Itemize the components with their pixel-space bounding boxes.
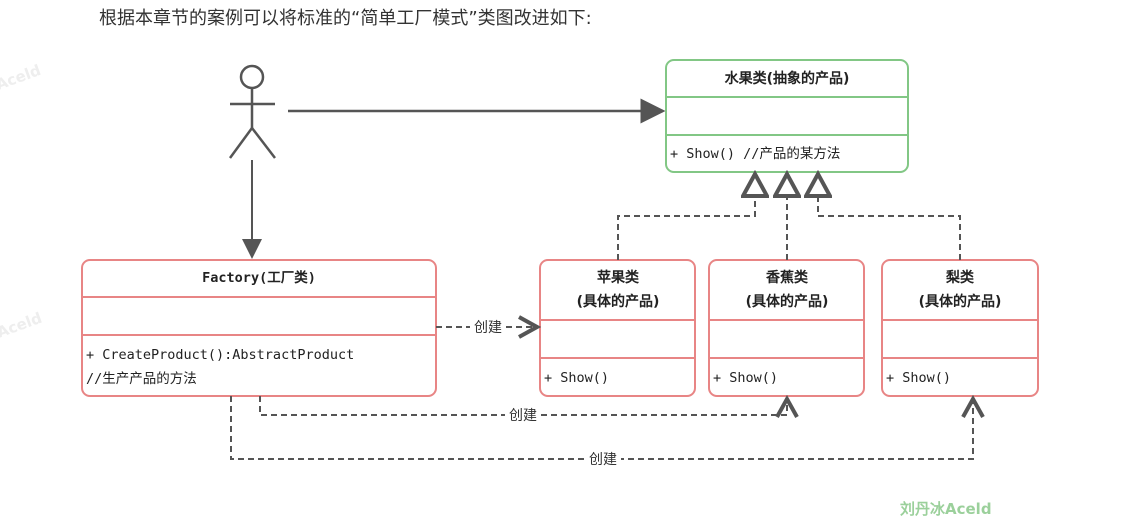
apple-inherits-arrow bbox=[617, 174, 755, 260]
class-title: Factory(工厂类) bbox=[202, 269, 316, 286]
intro-text: 根据本章节的案例可以将标准的“简单工厂模式”类图改进如下: bbox=[99, 8, 592, 29]
class-title: 梨类 bbox=[945, 269, 975, 286]
class-subtitle: (具体的产品) bbox=[746, 293, 829, 310]
faint-watermark: Aceld bbox=[0, 61, 43, 94]
class-method: + Show() bbox=[544, 370, 609, 386]
author-watermark: 刘丹冰Aceld bbox=[900, 500, 992, 518]
class-comment: //生产产品的方法 bbox=[86, 371, 197, 387]
class-title: 苹果类 bbox=[597, 269, 640, 286]
factory-class[interactable]: Factory(工厂类) + CreateProduct():AbstractP… bbox=[81, 259, 437, 397]
apple-class[interactable]: 苹果类 (具体的产品) + Show() bbox=[539, 259, 696, 397]
pear-inherits-arrow bbox=[818, 174, 961, 260]
create-label: 创建 bbox=[589, 452, 617, 468]
class-subtitle: (具体的产品) bbox=[577, 293, 660, 310]
faint-watermark: Aceld bbox=[0, 309, 44, 342]
create-pear-arrow bbox=[230, 396, 973, 460]
banana-class[interactable]: 香蕉类 (具体的产品) + Show() bbox=[708, 259, 865, 397]
class-title: 香蕉类 bbox=[765, 269, 809, 286]
actor-icon bbox=[228, 64, 276, 159]
fruit-abstract-class[interactable]: 水果类(抽象的产品) + Show() //产品的某方法 bbox=[665, 59, 909, 173]
create-label: 创建 bbox=[509, 408, 537, 424]
pear-class[interactable]: 梨类 (具体的产品) + Show() bbox=[881, 259, 1039, 397]
class-method: + Show() bbox=[886, 370, 951, 386]
class-method: + Show() //产品的某方法 bbox=[670, 146, 840, 162]
create-label: 创建 bbox=[474, 320, 502, 336]
class-method: + Show() bbox=[713, 370, 778, 386]
class-subtitle: (具体的产品) bbox=[919, 293, 1002, 310]
class-method: + CreateProduct():AbstractProduct bbox=[86, 347, 354, 363]
class-title: 水果类(抽象的产品) bbox=[725, 70, 850, 87]
